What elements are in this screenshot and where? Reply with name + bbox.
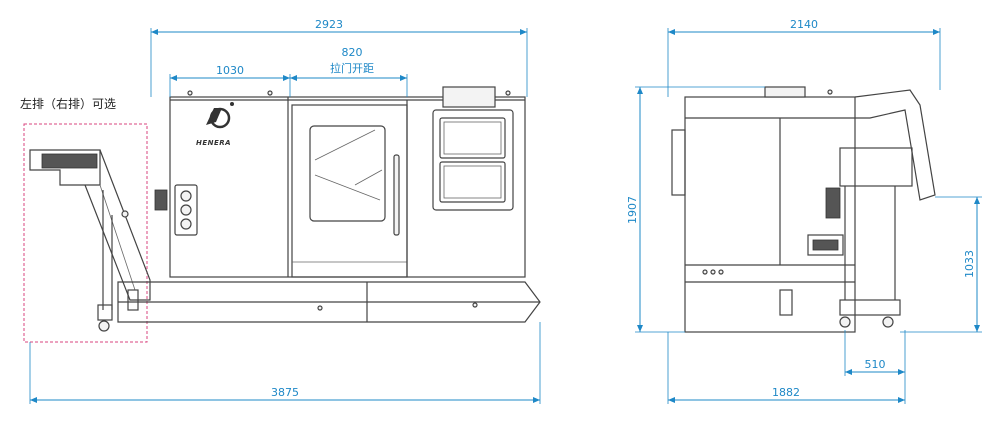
dim-door-opening: 820 拉门开距 [289, 46, 408, 97]
brand-logo: HENERA [196, 102, 234, 147]
dim-conveyor-offset: 510 [844, 330, 906, 376]
svg-text:3875: 3875 [271, 386, 299, 399]
front-view: HENERA 2923 1030 [20, 18, 541, 404]
svg-text:1030: 1030 [216, 64, 244, 77]
svg-text:1033: 1033 [963, 250, 976, 278]
svg-text:1882: 1882 [772, 386, 800, 399]
machine-base [117, 281, 541, 323]
dim-side-total: 1882 [667, 332, 906, 404]
side-conveyor [807, 89, 936, 328]
side-body [671, 86, 856, 333]
svg-text:2140: 2140 [790, 18, 818, 31]
side-view: 2140 1907 1033 510 [626, 18, 982, 404]
svg-text:820: 820 [342, 46, 363, 59]
dim-side-depth: 2140 [667, 18, 941, 97]
conveyor-note: 左排（右排）可选 [20, 96, 116, 111]
brand-text: HENERA [196, 139, 231, 147]
svg-text:2923: 2923 [315, 18, 343, 31]
dim-height: 1907 [626, 86, 765, 333]
chip-conveyor [29, 149, 151, 332]
lathe-body [154, 86, 526, 278]
dim-front-total: 3875 [29, 322, 541, 404]
dim-spindle-offset: 1030 [169, 64, 290, 97]
svg-text:拉门开距: 拉门开距 [330, 61, 374, 75]
dim-conveyor-height: 1033 [900, 196, 982, 333]
svg-text:510: 510 [865, 358, 886, 371]
svg-text:1907: 1907 [626, 196, 639, 224]
optional-conveyor-box [23, 123, 148, 343]
dim-front-width: 2923 [150, 18, 528, 97]
